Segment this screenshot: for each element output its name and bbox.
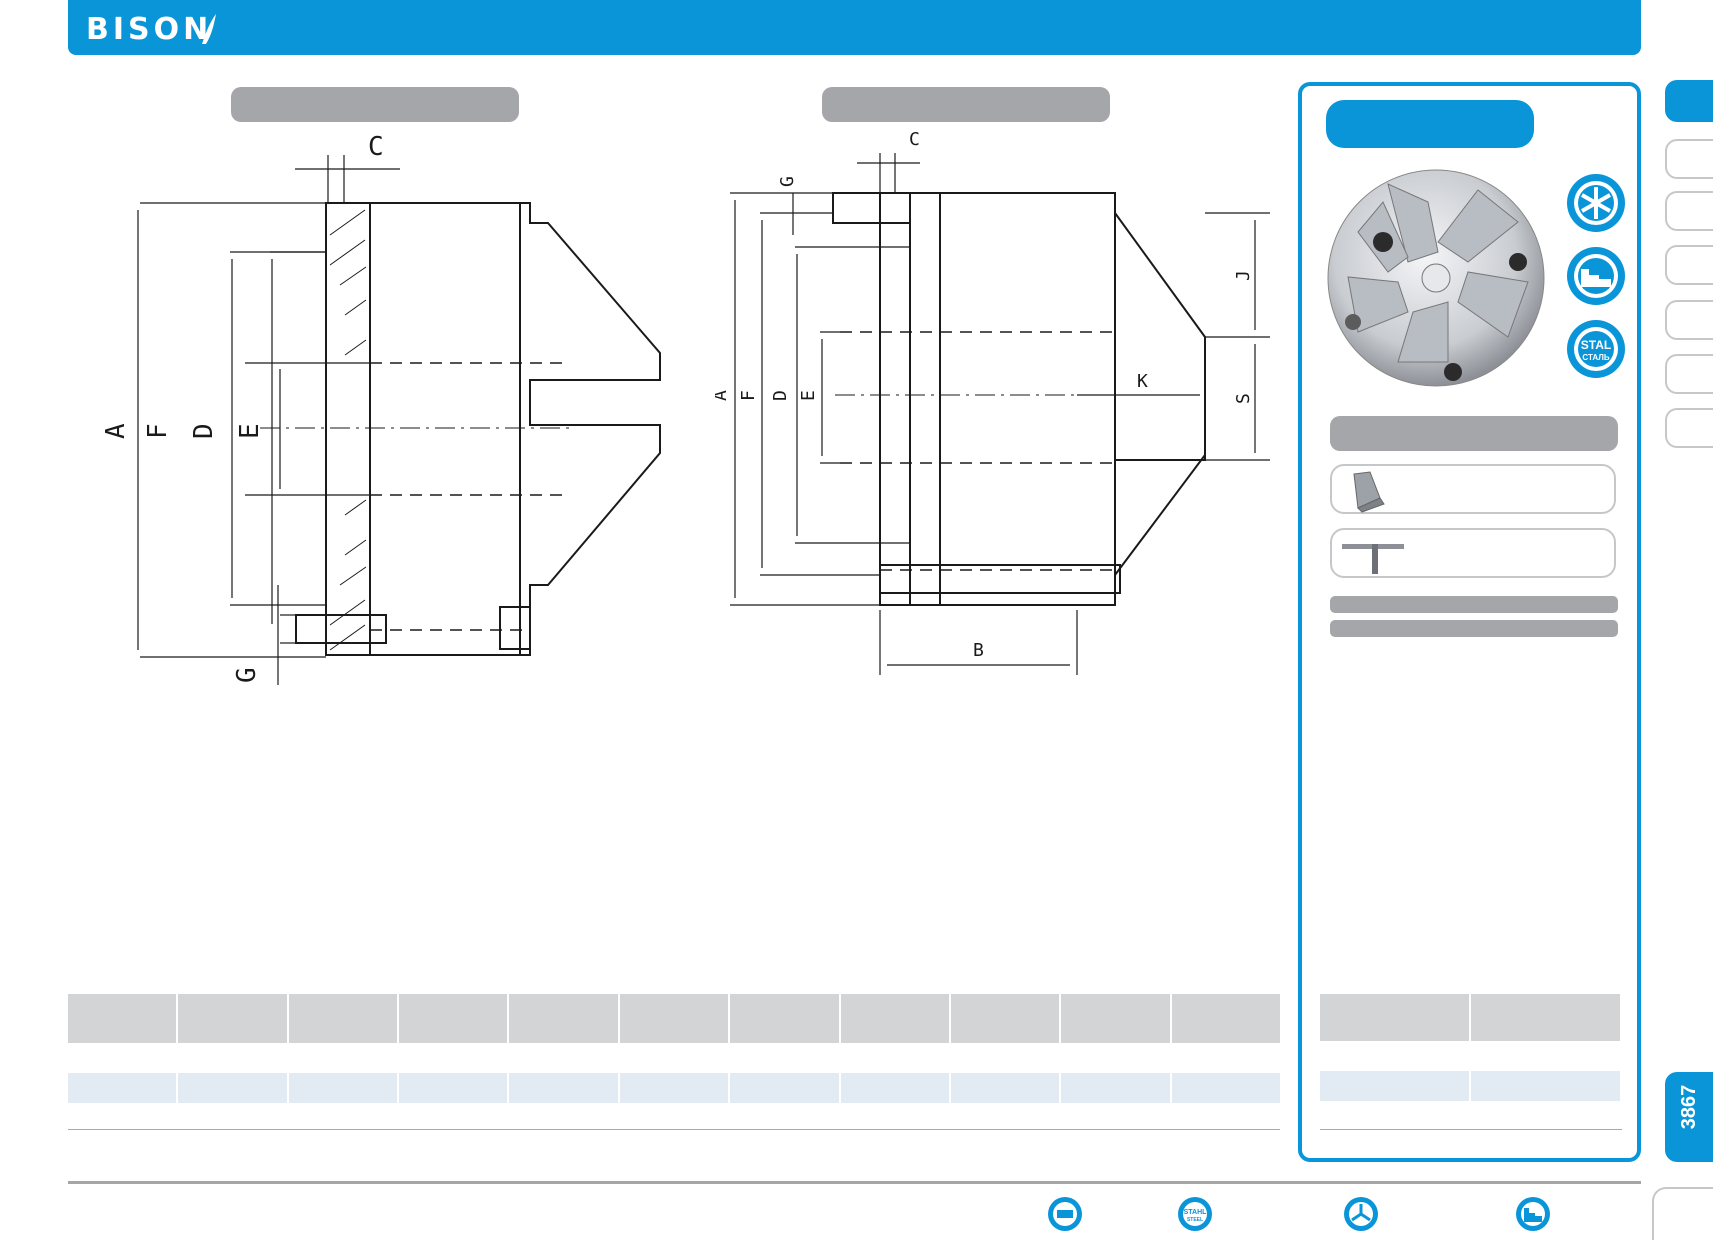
order-number-table (1318, 994, 1622, 1101)
dim-label-k-right: K (1137, 371, 1148, 392)
stal-badge-text-line2: СТАЛЬ (1582, 353, 1609, 362)
side-table-bottom-rule (1320, 1129, 1622, 1130)
six-jaw-icon (1567, 174, 1625, 232)
table-row (68, 1043, 1280, 1073)
stal-badge-text-line1: STAL (1581, 338, 1611, 352)
side-tab-1[interactable] (1665, 139, 1713, 179)
stahl-badge-text-line1: STAHL (1184, 1209, 1208, 1216)
table-subheader-row (1320, 1018, 1620, 1041)
table-row (1320, 1071, 1620, 1101)
table-header-row (68, 994, 1280, 1043)
dim-label-c-left: C (368, 132, 384, 162)
product-title-pill (1326, 100, 1534, 148)
drawing-right-title-pill (822, 87, 1110, 122)
stahl-steel-badge-icon: STAHL STEEL (1178, 1197, 1212, 1231)
side-tab-active[interactable] (1665, 80, 1713, 122)
three-jaw-badge-icon (1344, 1197, 1378, 1231)
stal-badge-icon: STAL СТАЛЬ (1567, 320, 1625, 378)
jaw-set-icon (1353, 471, 1385, 513)
dim-label-a-left: A (101, 423, 131, 439)
side-tab-2[interactable] (1665, 191, 1713, 231)
stahl-badge-text-line2: STEEL (1187, 1217, 1203, 1223)
top-header-bar (68, 0, 1641, 55)
dim-label-d-left: D (189, 423, 219, 439)
brand-logo: BISON (86, 12, 213, 47)
accessory-chuck-key[interactable] (1330, 528, 1616, 578)
page-number-tab[interactable]: 3867 (1665, 1072, 1713, 1162)
side-tab-3[interactable] (1665, 245, 1713, 285)
bottom-corner-tab[interactable] (1652, 1187, 1713, 1240)
dim-label-f-left: F (143, 423, 173, 439)
chuck-product-photo (1327, 169, 1545, 387)
dim-label-f-right: F (738, 390, 759, 401)
panel-info-bar-2 (1330, 620, 1618, 637)
table-header-row (1320, 994, 1620, 1018)
dim-label-b-right: B (973, 640, 984, 661)
side-tab-6[interactable] (1665, 408, 1713, 448)
accessory-jaw-set[interactable] (1330, 464, 1616, 514)
table-row (1320, 1041, 1620, 1071)
footer-rule (68, 1181, 1641, 1184)
dim-label-j-right: J (1233, 270, 1254, 281)
panel-info-bar-1 (1330, 596, 1618, 613)
side-tab-4[interactable] (1665, 300, 1713, 340)
specifications-table (66, 994, 1282, 1133)
table-bottom-rule (68, 1129, 1280, 1130)
dim-label-a-right: A (715, 390, 731, 401)
technical-drawing-right: C G A F D E B J S K (715, 129, 1270, 675)
dim-label-c-right: C (909, 129, 920, 150)
gear-badge-icon (1048, 1197, 1082, 1231)
dim-label-e-left: E (235, 423, 265, 439)
stepped-jaw-icon (1567, 247, 1625, 305)
dim-label-d-right: D (770, 390, 791, 401)
dim-label-s-right: S (1233, 393, 1254, 404)
dim-label-g-left: G (232, 667, 262, 683)
stepped-jaw-badge-icon (1516, 1197, 1550, 1231)
page-number: 3867 (1678, 1084, 1700, 1130)
drawing-left-title-pill (231, 87, 519, 122)
accessories-header-pill (1330, 416, 1618, 451)
table-row (68, 1073, 1280, 1103)
dim-label-e-right: E (798, 390, 819, 401)
logo-horn-icon (202, 14, 216, 44)
chuck-key-icon (1342, 544, 1404, 574)
side-tab-5[interactable] (1665, 354, 1713, 394)
technical-drawing-left: C A F D E G (101, 132, 661, 685)
dim-label-g-right: G (777, 176, 798, 187)
